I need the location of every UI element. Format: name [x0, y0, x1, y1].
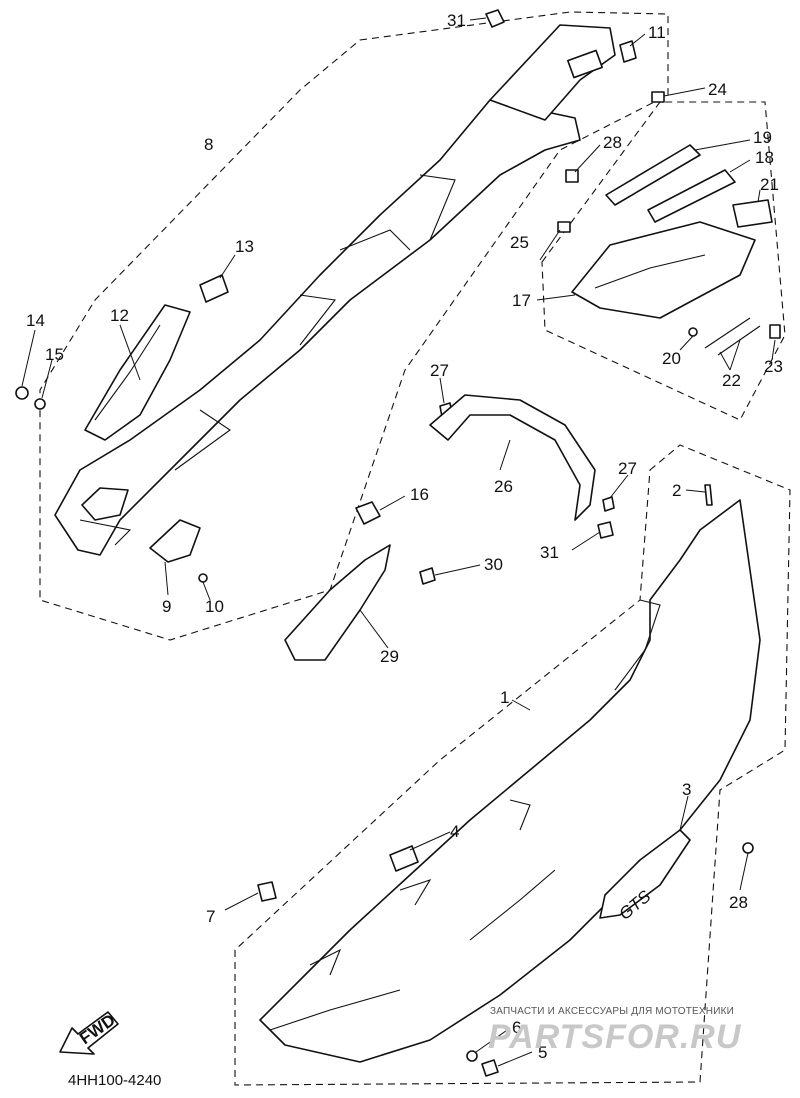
tape-21: [732, 199, 773, 228]
callout-31b: 31: [540, 543, 559, 562]
bolt-24: [651, 91, 665, 103]
callout-12: 12: [110, 306, 129, 325]
callout-1: 1: [500, 688, 509, 707]
clip-13: [199, 274, 229, 303]
callout-22: 22: [722, 371, 741, 390]
callout-4: 4: [450, 822, 459, 841]
nut-31-top: [485, 9, 505, 28]
washer-20: [688, 327, 698, 337]
grab-bar-17: [571, 221, 756, 319]
callout-5: 5: [538, 1043, 547, 1062]
clip-23: [769, 324, 781, 339]
boundary-right-cover: [234, 444, 791, 1086]
callout-13: 13: [235, 237, 254, 256]
plate-18: [647, 169, 736, 223]
callout-28a: 28: [603, 133, 622, 152]
emblem-3: [599, 829, 691, 919]
left-side-cover-tail: [489, 24, 616, 121]
clip-11: [619, 40, 637, 63]
washer-15: [34, 398, 46, 410]
left-side-cover-body: [54, 99, 581, 556]
callout-14: 14: [26, 311, 45, 330]
callout-7: 7: [206, 907, 215, 926]
callout-26: 26: [494, 477, 513, 496]
callout-31a: 31: [447, 11, 466, 30]
callout-27a: 27: [430, 361, 449, 380]
callout-3: 3: [682, 780, 691, 799]
callout-30: 30: [484, 555, 503, 574]
right-side-cover: [259, 499, 761, 1063]
fwd-arrow: [59, 1011, 119, 1055]
bracket-26: [429, 394, 596, 521]
callout-17: 17: [512, 291, 531, 310]
left-side-cover: [54, 24, 616, 556]
rod-22: [704, 317, 761, 356]
bolt-28-upper: [565, 169, 579, 183]
callout-16: 16: [410, 485, 429, 504]
clip-7: [257, 881, 277, 902]
leader-lines: [21, 17, 776, 1067]
screw-30: [419, 567, 436, 585]
clip-4: [389, 845, 419, 872]
nut-31-mid: [597, 521, 614, 539]
callout-10: 10: [205, 597, 224, 616]
callout-9: 9: [162, 597, 171, 616]
callout-19: 19: [753, 128, 772, 147]
bolt-28-lower: [742, 842, 754, 854]
bolt-5: [481, 1059, 499, 1077]
callout-23: 23: [764, 357, 783, 376]
callout-24: 24: [708, 80, 727, 99]
washer-10: [198, 573, 208, 583]
plate-19: [605, 144, 701, 206]
callout-2: 2: [672, 481, 681, 500]
callout-6: 6: [512, 1018, 521, 1037]
cover-9: [149, 519, 201, 563]
boundary-left-cover: [39, 11, 669, 641]
clip-27b: [602, 496, 615, 512]
pin-2: [704, 484, 713, 506]
washer-6: [466, 1050, 478, 1062]
bolt-25: [557, 221, 571, 233]
callout-8: 8: [204, 135, 213, 154]
callout-25: 25: [510, 233, 529, 252]
watermark-caption: ЗАПЧАСТИ И АКСЕССУАРЫ ДЛЯ МОТОТЕХНИКИ: [490, 1006, 735, 1017]
bolt-14: [15, 386, 29, 400]
cover-29: [284, 544, 391, 661]
right-side-cover-body: [259, 499, 761, 1063]
watermark-brand: PARTSFOR.RU: [488, 1018, 742, 1056]
diagram-code: 4HH100-4240: [68, 1072, 162, 1089]
callout-29: 29: [380, 647, 399, 666]
callout-11: 11: [648, 23, 666, 42]
callout-28b: 28: [729, 893, 748, 912]
left-cover-opening: [81, 487, 129, 521]
callout-20: 20: [662, 349, 681, 368]
grab-bar-assembly: [571, 144, 773, 356]
grommet-16: [355, 501, 381, 525]
callout-27b: 27: [618, 459, 637, 478]
callout-18: 18: [755, 148, 774, 167]
callout-21: 21: [760, 175, 779, 194]
callout-15: 15: [45, 345, 64, 364]
